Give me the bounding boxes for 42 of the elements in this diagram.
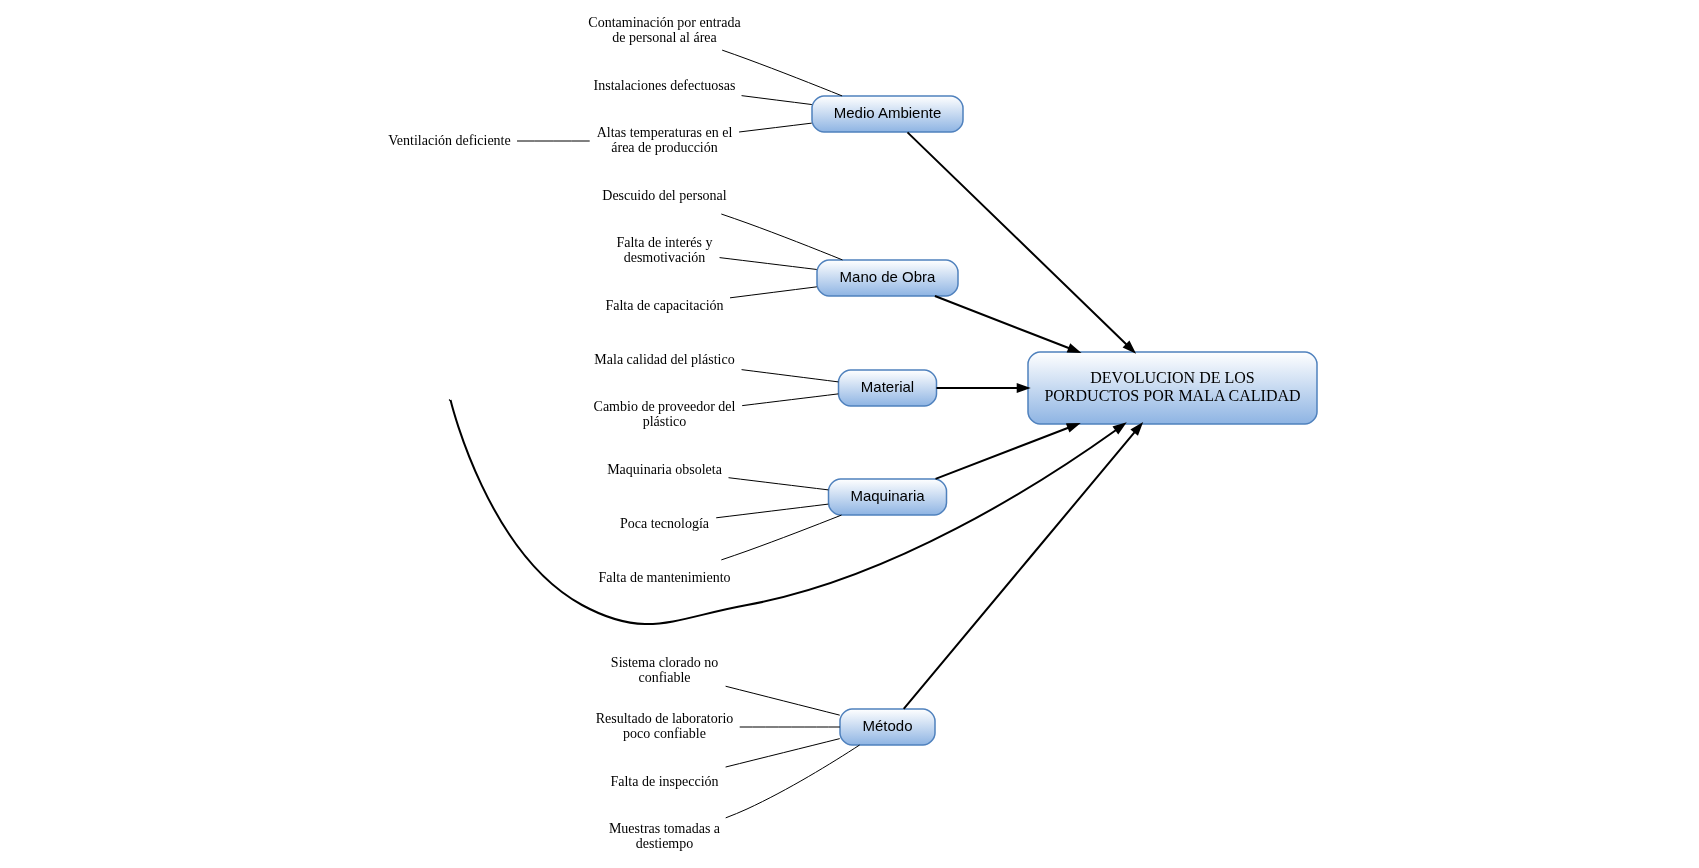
- arrow: [902, 421, 1144, 710]
- connector: [719, 257, 818, 270]
- arrow: [935, 383, 1031, 393]
- node-text: Contaminación por entrada de personal al área: [588, 15, 741, 46]
- node-text: Muestras tomadas a destiempo: [608, 821, 721, 852]
- node-box: DEVOLUCION DE LOS PORDUCTOS POR MALA CALIDAD: [1027, 351, 1318, 425]
- node-text: Instalaciones defectuosas: [593, 77, 736, 93]
- node-box: Medio Ambiente: [811, 95, 964, 133]
- arrow: [933, 295, 1082, 353]
- connector: [725, 685, 841, 716]
- node-text: Cambio de proveedor del plástico: [593, 399, 736, 430]
- node-text: Ventilación deficiente: [388, 132, 511, 148]
- node-text: Falta de inspección: [610, 773, 719, 789]
- arrow: [449, 399, 1127, 625]
- node-text: Mala calidad del plástico: [594, 351, 735, 367]
- arrow: [906, 131, 1137, 354]
- node-box: Maquinaria: [827, 478, 948, 516]
- node-box: Método: [839, 708, 936, 746]
- connector: [720, 514, 842, 561]
- node-text: Altas temperaturas en el área de producción: [596, 125, 733, 156]
- node-text: Falta de interés y desmotivación: [616, 235, 713, 266]
- connector: [741, 393, 839, 407]
- node-text: Falta de capacitación: [605, 297, 724, 313]
- node-box: Mano de Obra: [816, 259, 959, 297]
- connector: [715, 503, 829, 519]
- connector: [725, 744, 861, 819]
- connector: [720, 213, 843, 261]
- connector: [728, 477, 829, 491]
- node-text: Poca tecnología: [619, 515, 710, 531]
- arrow: [934, 422, 1081, 480]
- node-text: Sistema clorado no confiable: [610, 655, 719, 686]
- connector: [729, 286, 818, 299]
- connector: [725, 738, 841, 768]
- connector: [741, 95, 813, 106]
- node-text: Descuido del personal: [602, 187, 727, 203]
- connector: [741, 369, 839, 383]
- connector: [738, 122, 813, 133]
- connector: [721, 49, 843, 97]
- node-box: Material: [837, 369, 938, 407]
- node-text: Falta de mantenimiento: [598, 569, 731, 585]
- node-text: Resultado de laboratorio poco confiable: [595, 711, 734, 742]
- node-text: Maquinaria obsoleta: [607, 461, 722, 477]
